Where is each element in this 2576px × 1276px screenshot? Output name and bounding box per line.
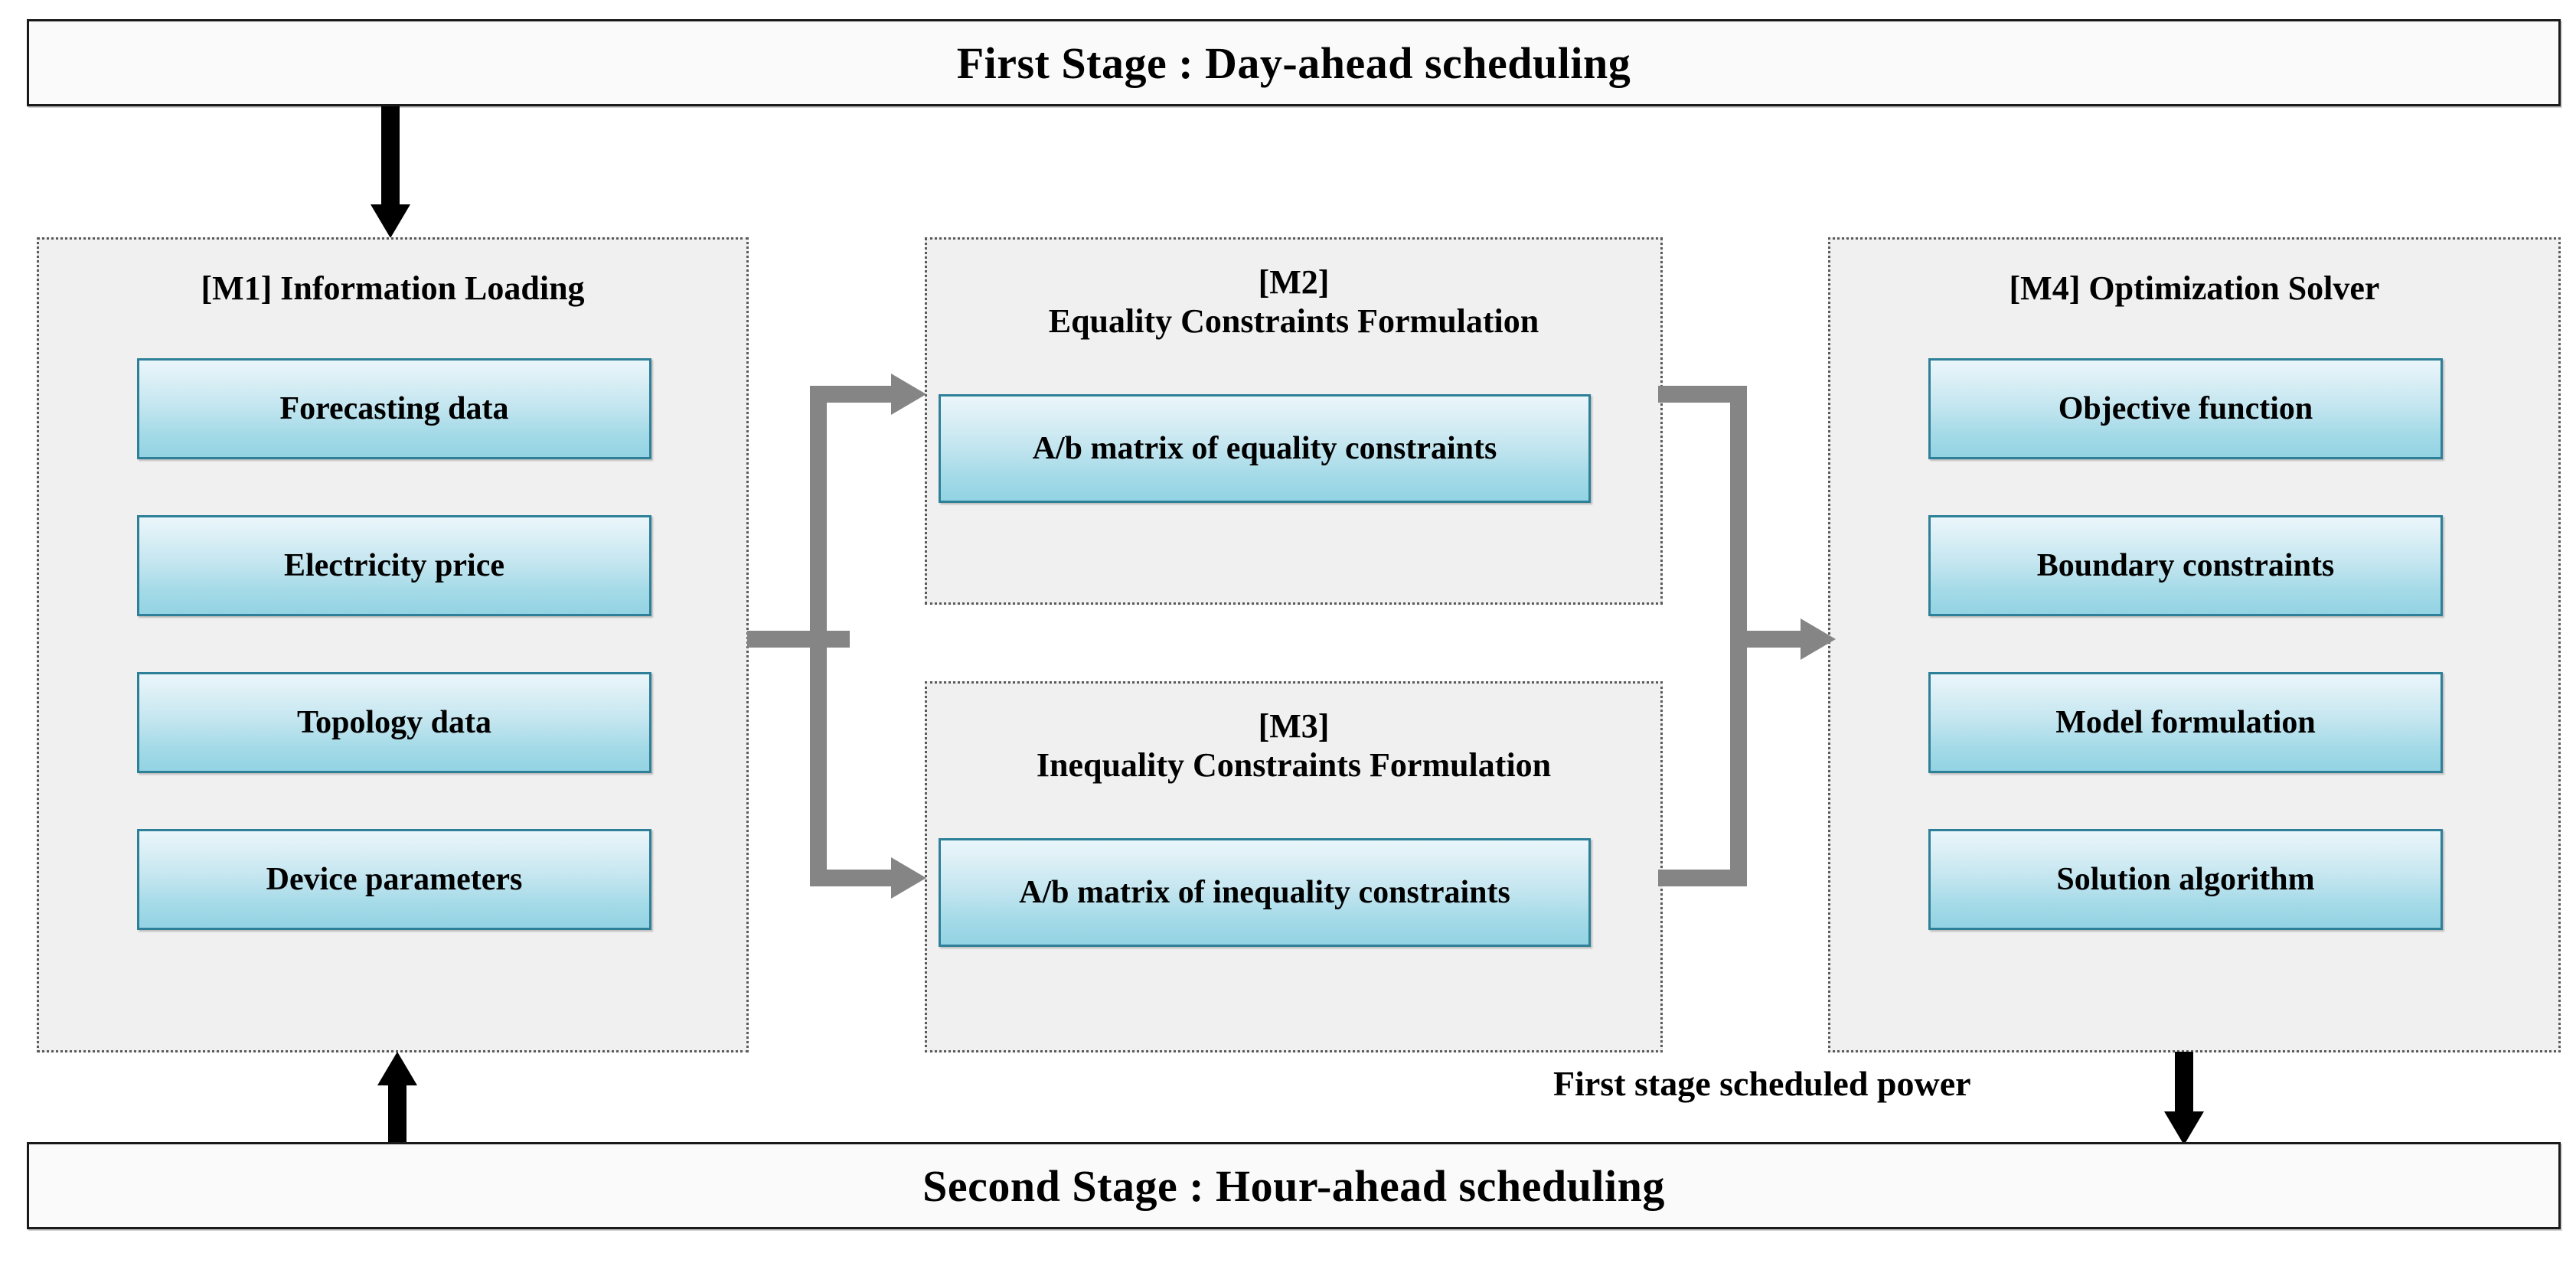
item-label: Electricity price (283, 548, 504, 583)
connector-m1-to-m3-head (891, 857, 926, 899)
item-box-device-parameters[interactable]: Device parameters (137, 829, 651, 930)
item-label: Topology data (296, 705, 492, 740)
module-title-m1: [M1] Information Loading (39, 269, 746, 308)
item-label: Model formulation (2055, 705, 2316, 740)
item-label: Solution algorithm (2056, 862, 2315, 897)
item-label: A/b matrix of inequality constraints (1019, 875, 1510, 910)
module-panel-m4: [M4] Optimization Solver Objective funct… (1828, 237, 2561, 1052)
module-title-m1-line1: [M1] Information Loading (201, 269, 585, 307)
module-panel-m1: [M1] Information Loading Forecasting dat… (37, 237, 749, 1052)
arrow-second-stage-to-m1-shaft (388, 1085, 406, 1142)
item-box-model-formulation[interactable]: Model formulation (1928, 672, 2443, 773)
arrow-m4-to-second-stage-head (2164, 1111, 2204, 1145)
arrow-first-stage-to-m1-shaft (381, 106, 400, 204)
first-stage-title: First Stage : Day-ahead scheduling (956, 38, 1631, 88)
first-stage-banner: First Stage : Day-ahead scheduling (27, 19, 2561, 106)
arrow-second-stage-to-m1-head (377, 1052, 417, 1085)
item-label: Forecasting data (279, 391, 509, 426)
module-panel-m2: [M2] Equality Constraints Formulation A/… (925, 237, 1663, 605)
item-box-objective-function[interactable]: Objective function (1928, 358, 2443, 459)
connector-m2-out-shaft (1658, 386, 1747, 403)
connector-m1-out-stub (747, 631, 850, 648)
module-title-m2: [M2] Equality Constraints Formulation (927, 263, 1660, 341)
arrow-m4-to-second-stage-shaft (2175, 1052, 2193, 1114)
connector-merge-to-m4-head (1801, 618, 1836, 660)
item-box-boundary-constraints[interactable]: Boundary constraints (1928, 515, 2443, 616)
connector-merge-to-m4-shaft (1730, 631, 1814, 648)
module-title-m4: [M4] Optimization Solver (1830, 269, 2558, 308)
module-panel-m3: [M3] Inequality Constraints Formulation … (925, 681, 1663, 1052)
item-box-electricity-price[interactable]: Electricity price (137, 515, 651, 616)
module-title-m2-line2: Equality Constraints Formulation (1048, 302, 1539, 341)
second-stage-banner: Second Stage : Hour-ahead scheduling (27, 1142, 2561, 1229)
module-title-m4-line1: [M4] Optimization Solver (2009, 269, 2380, 307)
connector-m1-branch-trunk (810, 386, 827, 886)
second-stage-title: Second Stage : Hour-ahead scheduling (922, 1160, 1665, 1211)
connector-m3-out-shaft (1658, 870, 1747, 886)
connector-m1-to-m2-shaft (810, 386, 894, 403)
item-box-solution-algorithm[interactable]: Solution algorithm (1928, 829, 2443, 930)
edge-label-first-stage-scheduled-power: First stage scheduled power (1553, 1064, 1971, 1103)
module-title-m3-line1: [M3] (1258, 707, 1330, 745)
arrow-first-stage-to-m1-head (371, 204, 410, 238)
connector-m1-to-m2-head (891, 374, 926, 415)
module-title-m3: [M3] Inequality Constraints Formulation (927, 707, 1660, 785)
item-box-topology-data[interactable]: Topology data (137, 672, 651, 773)
module-title-m2-line1: [M2] (1258, 263, 1330, 301)
item-box-forecasting-data[interactable]: Forecasting data (137, 358, 651, 459)
item-label: A/b matrix of equality constraints (1032, 431, 1497, 466)
module-title-m3-line2: Inequality Constraints Formulation (1036, 746, 1552, 785)
item-label: Device parameters (266, 862, 523, 897)
item-label: Boundary constraints (2036, 548, 2335, 583)
item-box-ab-matrix-inequality[interactable]: A/b matrix of inequality constraints (939, 838, 1591, 947)
connector-m1-to-m3-shaft (810, 870, 894, 886)
item-label: Objective function (2058, 391, 2313, 426)
item-box-ab-matrix-equality[interactable]: A/b matrix of equality constraints (939, 394, 1591, 503)
